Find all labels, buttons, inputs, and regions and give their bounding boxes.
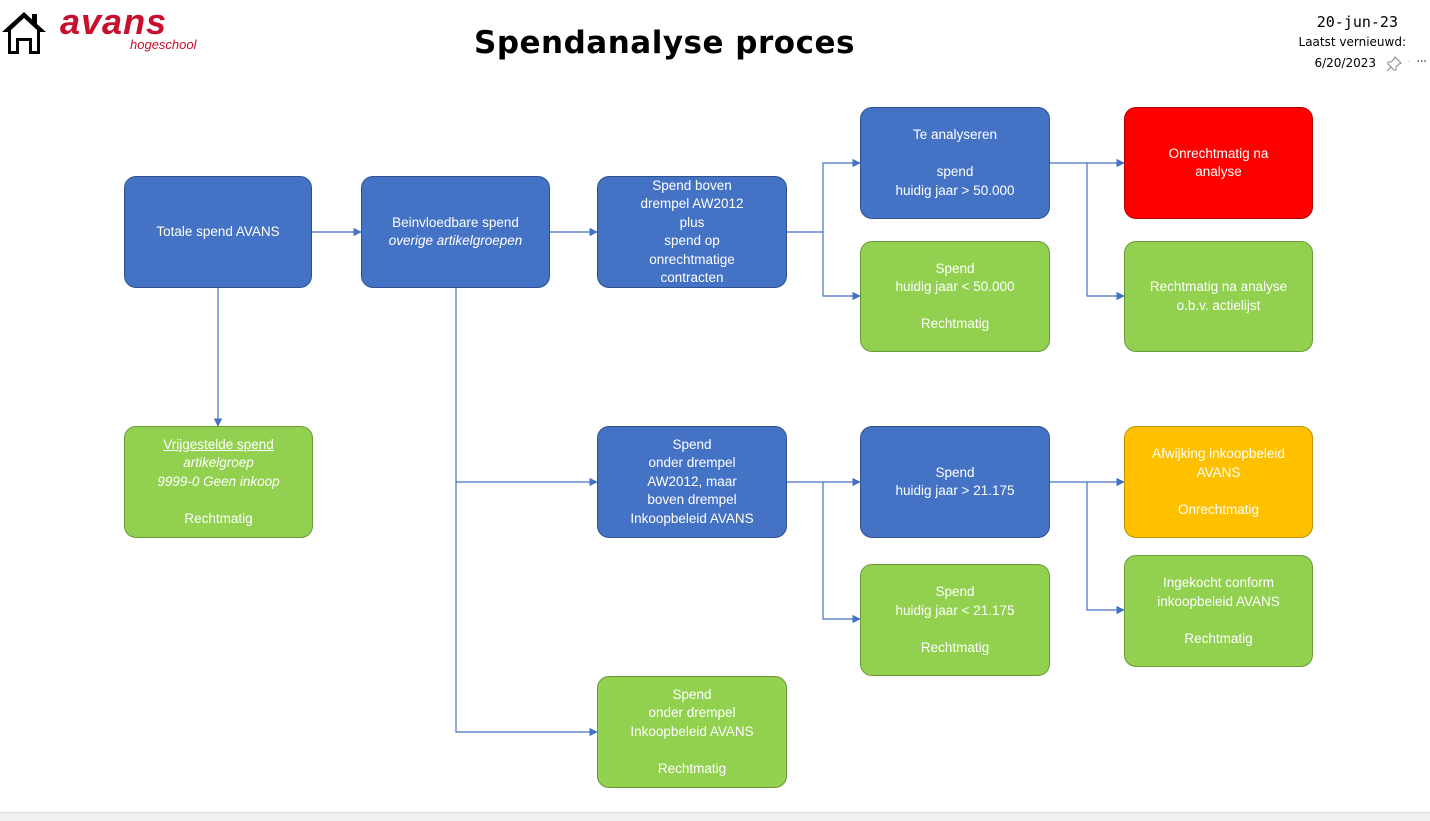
box-text-line: spend op [664,233,720,248]
connector-boven-lt-50000 [822,232,861,301]
box-text-line: Rechtmatig [1184,630,1253,646]
box-text-line [630,741,753,760]
box-text-line: drempel AW2012 [640,196,744,211]
box-text-line: inkoopbeleid AVANS [1157,593,1280,609]
box-text-line: Spend boven [652,177,732,193]
box-text-line [1157,611,1280,630]
box-text-line: Spend [672,436,712,452]
box-text-line: Rechtmatig [920,639,990,655]
box-text-line: boven drempel [647,492,737,508]
box-text-line [1152,482,1285,501]
box-text-line [896,145,1015,164]
box-onrechtmatig-na-analyse[interactable]: Onrechtmatig na analyse [1124,107,1313,219]
box-ingekocht-conform[interactable]: Ingekocht conform inkoopbeleid AVANS Recht… [1124,555,1313,667]
box-text-line [896,297,1015,316]
box-text-line: onrechtmatige [649,251,735,267]
box-spend-gt-21175[interactable]: Spend huidig jaar > 21.175 [860,426,1050,538]
box-text-line: AW2012, maar [647,473,737,489]
connector-gt-21175-ingekocht [1086,482,1125,615]
box-text-line: Afwijking inkoopbeleid [1152,446,1285,461]
box-text-line: AVANS [1196,464,1241,480]
box-text-line: Rechtmatig [920,316,990,331]
box-text-line: onder drempel [648,705,736,721]
box-text-line: spend [936,164,974,179]
box-text-line: Rechtmatig na analyse [1149,279,1288,294]
last-refreshed-label: Laatst vernieuwd: [1298,35,1406,49]
box-text: Te analyseren spend huidig jaar > 50.000 [896,126,1015,200]
box-text-line: huidig jaar < 50.000 [895,279,1015,294]
box-text-line [157,491,279,510]
box-text-line: huidig jaar > 50.000 [895,182,1015,198]
box-text-line: Spend [935,464,975,480]
box-text-line: o.b.v. actielijst [1176,297,1261,313]
box-spend-boven-drempel[interactable]: Spend boven drempel AW2012 plus spend op onr… [597,176,787,288]
box-text-line: Te analyseren [912,127,998,142]
box-text-line: analyse [1195,164,1242,179]
page-title: Spendanalyse proces [474,25,855,61]
box-text-line: Onrechtmatig na [1168,145,1269,161]
box-beinvloedbare-spend[interactable]: Beinvloedbare spend overige artikelgroepe… [361,176,550,288]
box-text: Onrechtmatig na analyse [1169,145,1269,182]
box-text: Totale spend AVANS [156,223,279,242]
box-te-analyseren[interactable]: Te analyseren spend huidig jaar > 50.000 [860,107,1050,219]
box-text-line: Beinvloedbare spend [392,214,519,230]
box-text: Spend boven drempel AW2012 plus spend op onr… [640,177,743,288]
last-refreshed-date: 6/20/2023 [1314,56,1376,70]
bottom-status-bar [0,812,1430,821]
report-date: 20-jun-23 [1316,13,1398,31]
box-text: Ingekocht conform inkoopbeleid AVANS Recht… [1157,574,1280,648]
box-text: Rechtmatig na analyse o.b.v. actielijst [1150,278,1287,315]
box-text-line: overige artikelgroepen [388,233,523,248]
box-text-line: huidig jaar > 21.175 [895,483,1015,498]
separator-dot: · [1407,56,1411,67]
box-rechtmatig-na-analyse[interactable]: Rechtmatig na analyse o.b.v. actielijst [1124,241,1313,352]
logo-subtitle: hogeschool [130,37,197,52]
box-vrijgestelde-spend[interactable]: Vrijgestelde spend artikelgroep 9999-0 Gee… [124,426,313,538]
box-text: Vrijgestelde spend artikelgroep 9999-0 Gee… [157,436,279,529]
box-text-line: Totale spend AVANS [156,223,280,239]
connector-beinvloedbare-onder-aw [455,288,598,487]
box-text-line: artikelgroep [183,455,254,471]
box-text-line: Inkoopbeleid AVANS [630,510,754,526]
box-text-line: Rechtmatig [657,760,727,776]
connector-onder-aw-lt-21175 [822,482,861,624]
box-text: Beinvloedbare spend overige artikelgroepe… [389,214,523,251]
box-text-line: Ingekocht conform [1162,575,1275,590]
connector-analyse-rechtmatig [1086,163,1125,301]
box-text-line: Spend [935,260,975,276]
home-icon[interactable] [0,10,48,56]
box-text-line: plus [679,214,705,230]
avans-logo: avans hogeschool [60,2,200,56]
box-text-line: onder drempel [648,455,736,471]
box-text-line: huidig jaar < 21.175 [895,602,1015,618]
more-options-icon[interactable]: ··· [1416,54,1427,70]
box-text-line: Vrijgestelde spend [163,436,274,452]
connector-beinvloedbare-onder-inkoop [455,482,598,737]
pin-icon[interactable] [1386,56,1402,72]
box-text-line: Onrechtmatig [1177,501,1260,517]
box-text-line: Spend [935,584,975,599]
box-text-line: Rechtmatig [184,510,253,526]
box-text: Spend huidig jaar > 21.175 [896,464,1015,501]
box-text-line: Inkoopbeleid AVANS [630,723,754,739]
box-text-line [896,620,1015,639]
box-text-line: Spend [672,686,712,702]
box-totale-spend[interactable]: Totale spend AVANS [124,176,312,288]
logo-word: avans [60,1,168,42]
box-text-line: 9999-0 Geen inkoop [157,473,280,489]
connector-boven-te-analyseren [822,158,861,232]
box-text-line: contracten [660,270,724,285]
